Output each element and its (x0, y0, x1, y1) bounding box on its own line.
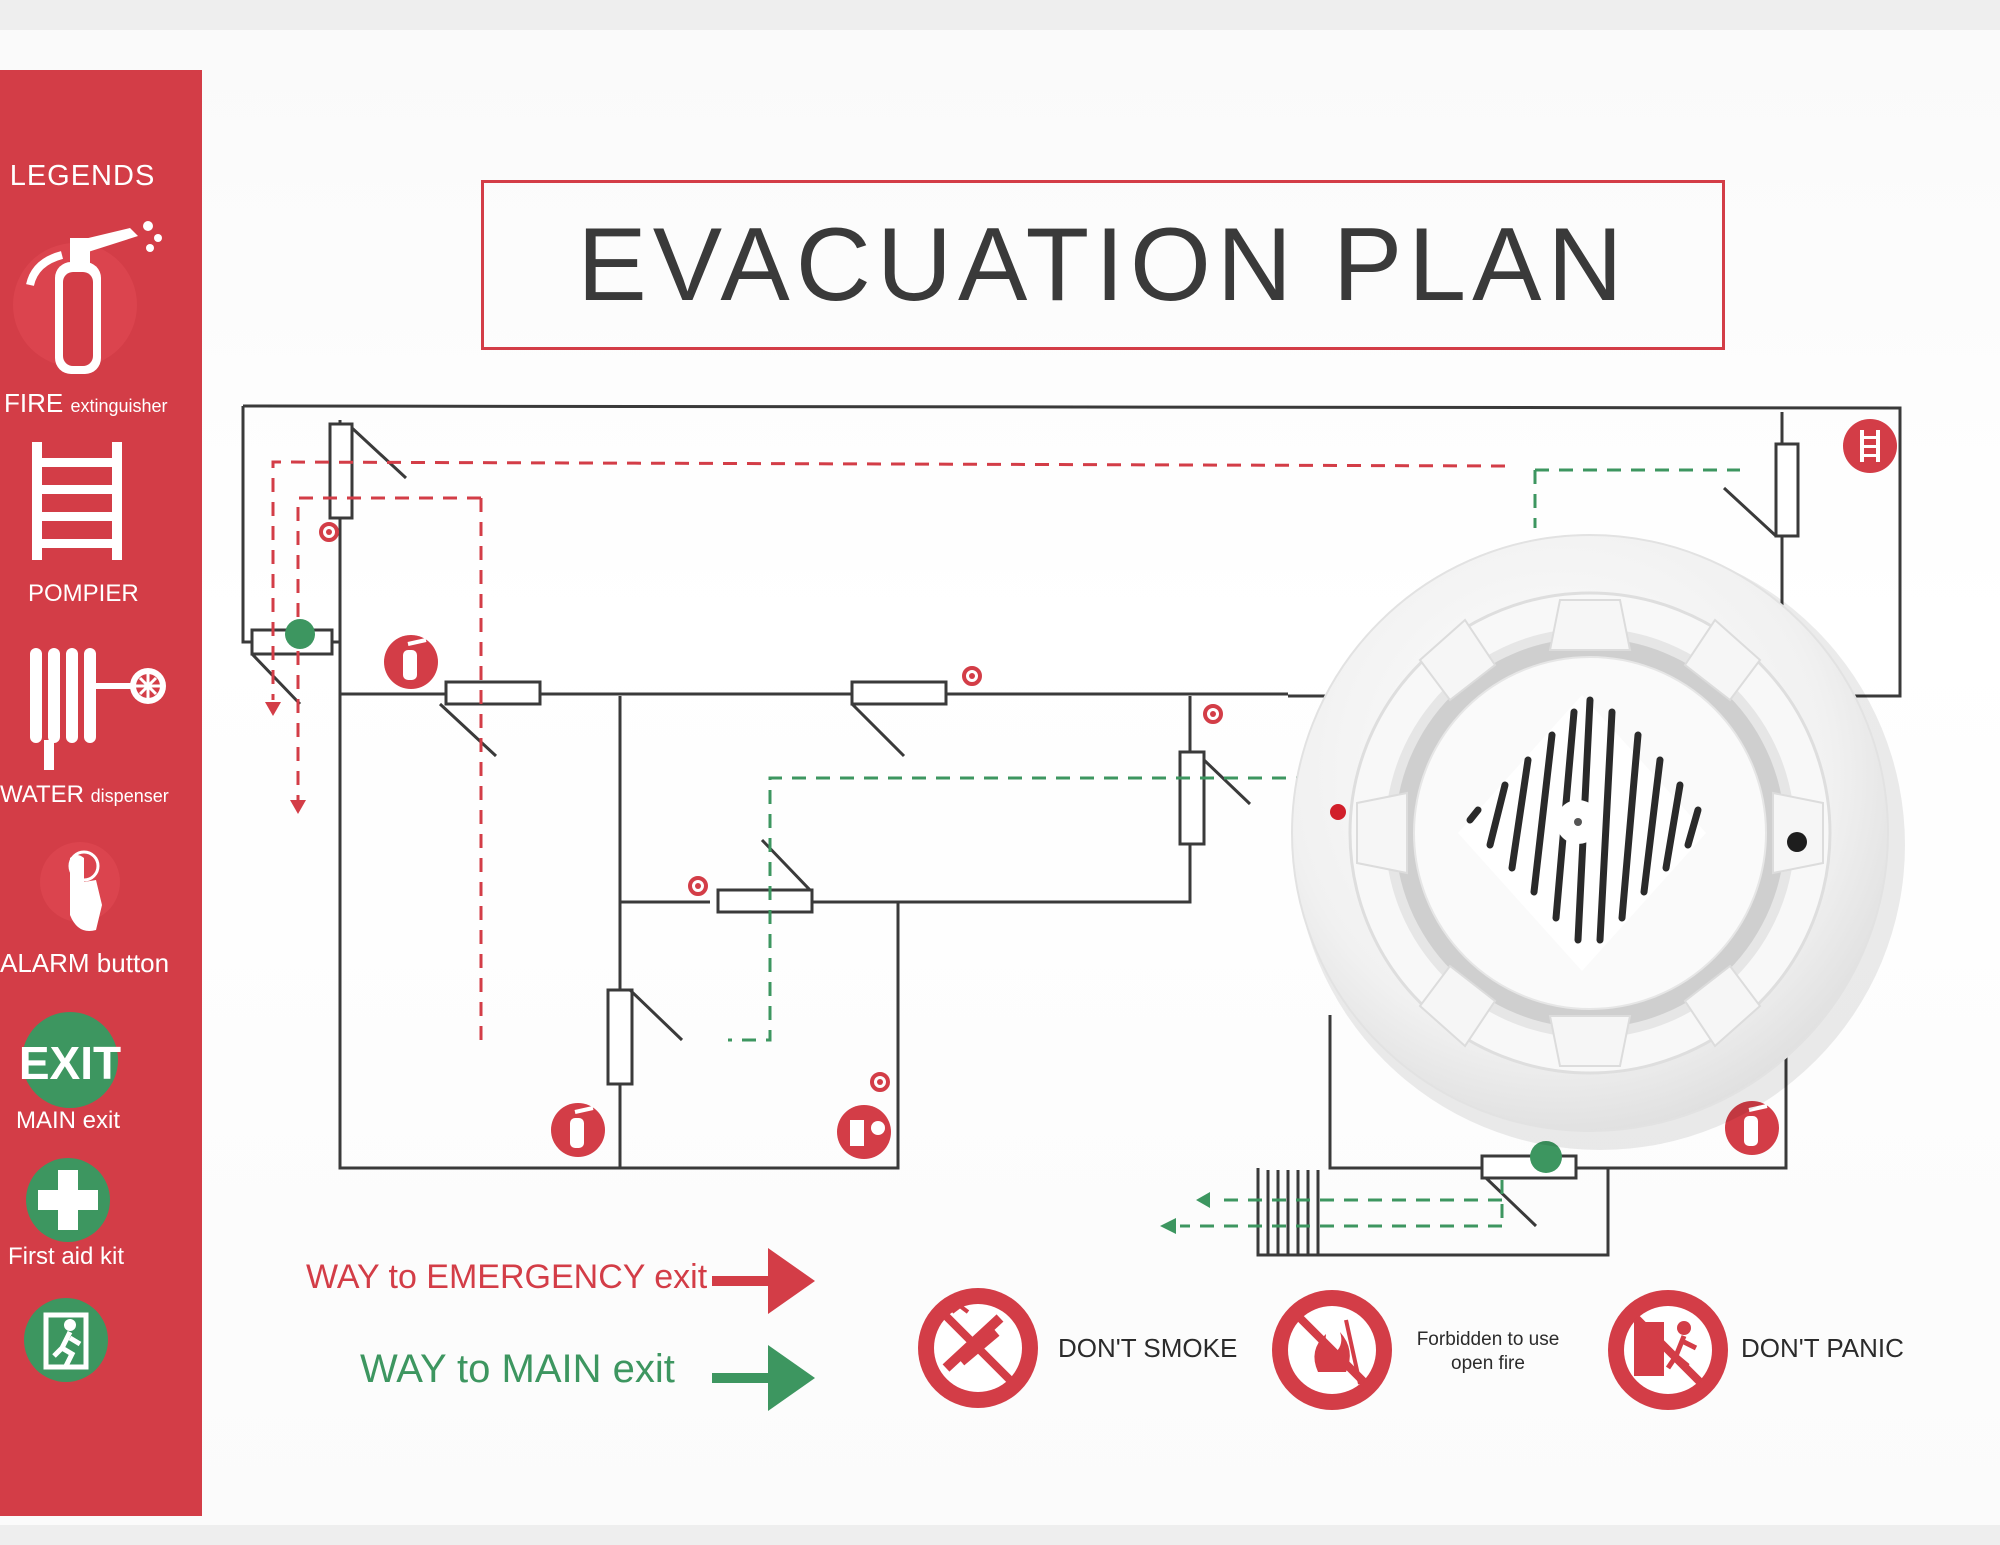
legend-label-fire-extinguisher: FIRE extinguisher (4, 388, 168, 418)
first-aid-icon (26, 1158, 110, 1242)
emergency-route-arrowheads (265, 702, 306, 814)
alarm-marker-dots (326, 529, 1216, 1085)
no-open-fire-icon (1272, 1290, 1392, 1410)
no-panic-icon (1608, 1290, 1728, 1410)
ladder-icon (1843, 419, 1897, 473)
emergency-route (271, 460, 1506, 1040)
alarm-button-icon (40, 842, 120, 931)
emergency-route-label: WAY to EMERGENCY exit (306, 1258, 708, 1296)
smoke-detector (1291, 534, 1905, 1150)
emergency-route-arrow-icon (712, 1248, 815, 1314)
fire-extinguisher-icon (384, 635, 438, 689)
first-aid-marker-left (285, 619, 315, 649)
plan-extinguisher-markers (384, 419, 1897, 1159)
stair-treads (1256, 1170, 1320, 1254)
exit-icon: EXIT (19, 1012, 121, 1108)
main-route-arrowheads (1160, 1192, 1210, 1234)
fire-extinguisher-icon (1725, 1101, 1779, 1155)
page-title: EVACUATION PLAN (577, 206, 1629, 323)
legend-title: LEGENDS (9, 160, 156, 192)
fire-hose-icon (837, 1105, 891, 1159)
legend-label-water-dispenser: WATER dispenser (0, 781, 169, 808)
exit-badge-text: EXIT (19, 1037, 121, 1089)
ladder-icon (32, 442, 122, 560)
sign-label-dont-smoke: DON'T SMOKE (1058, 1333, 1238, 1363)
title-frame: EVACUATION PLAN (481, 180, 1725, 350)
fire-hose-icon (30, 648, 166, 770)
main-route-arrow-icon (712, 1345, 815, 1411)
fire-extinguisher-icon (551, 1103, 605, 1157)
alarm-markers (319, 522, 1223, 1092)
main-route-label: WAY to MAIN exit (360, 1347, 675, 1391)
no-smoking-icon (918, 1288, 1038, 1408)
legend-label-main-exit: MAIN exit (16, 1107, 121, 1134)
emergency-exit-runner-icon (24, 1298, 108, 1382)
legend-label-pompier: POMPIER (28, 580, 139, 607)
first-aid-marker-stairs (1530, 1141, 1562, 1173)
detector-red-led (1330, 804, 1346, 820)
main-route (728, 468, 1740, 1228)
fire-extinguisher-icon (13, 221, 162, 374)
legend-label-alarm-button: ALARM button (0, 948, 170, 978)
detector-test-button (1787, 832, 1807, 852)
legend-label-first-aid-kit: First aid kit (8, 1243, 125, 1270)
sign-label-dont-panic: DON'T PANIC (1741, 1333, 1904, 1363)
